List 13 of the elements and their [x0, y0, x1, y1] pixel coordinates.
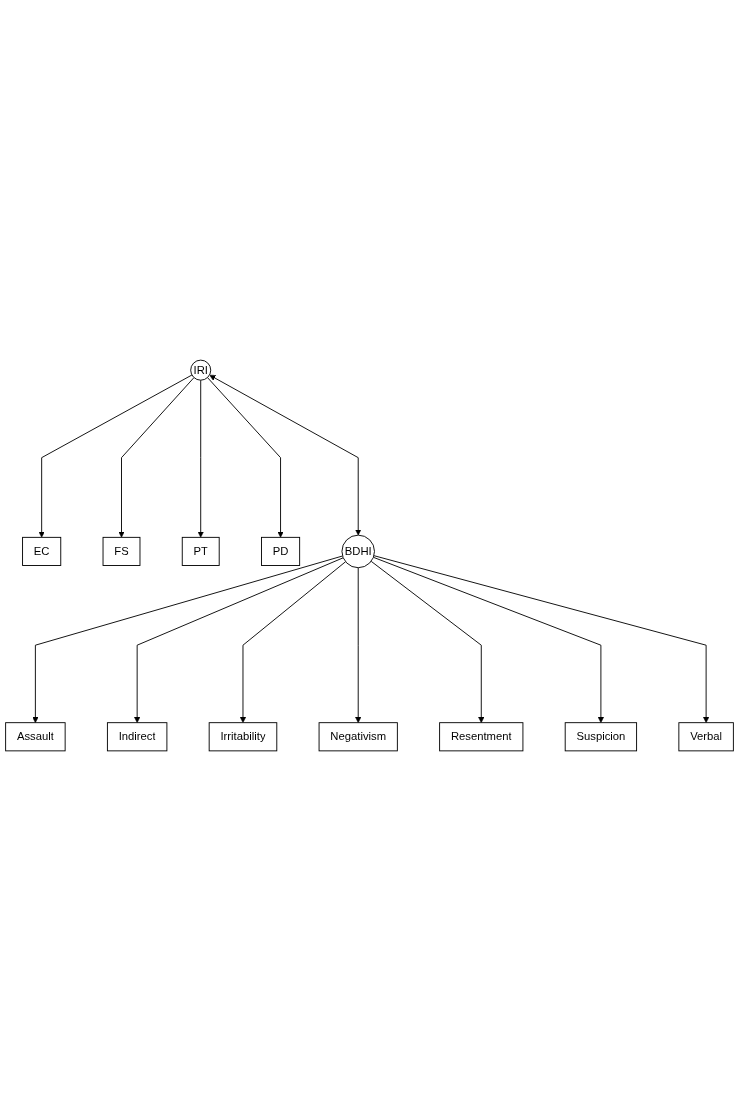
node-box: Verbal: [678, 722, 734, 752]
node-box: PD: [261, 536, 301, 566]
node-circle: IRI: [190, 359, 212, 381]
node-box: FS: [102, 536, 141, 566]
node-box: Suspicion: [564, 722, 638, 752]
node-box: PT: [181, 536, 220, 566]
node-box: Resentment: [439, 722, 524, 752]
node-circle: BDHI: [341, 534, 375, 569]
node-box: EC: [22, 536, 62, 566]
node-box: Irritability: [208, 722, 278, 752]
node-box: Indirect: [106, 722, 168, 752]
node-box: Assault: [5, 722, 66, 752]
node-box: Negativism: [318, 722, 398, 752]
